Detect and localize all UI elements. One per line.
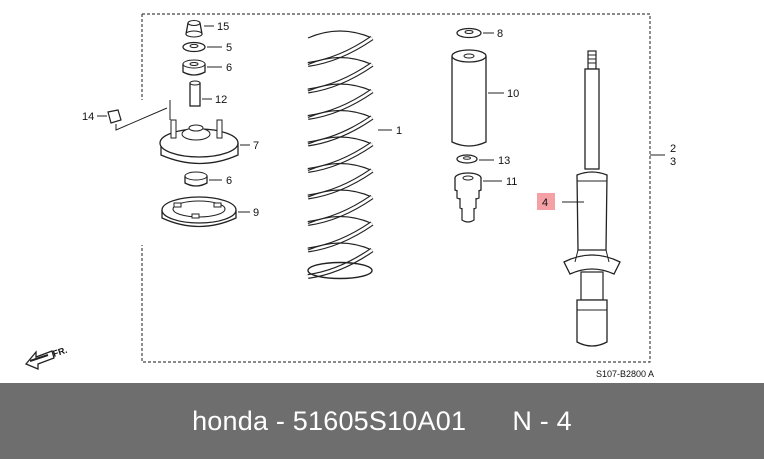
separator-space — [268, 406, 276, 437]
separator-space-2 — [285, 406, 293, 437]
callout-4: 4 — [542, 197, 548, 209]
callout-12: 12 — [215, 94, 227, 106]
callout-1: 1 — [396, 125, 402, 137]
shock-absorber-part-4 — [563, 50, 621, 347]
nut-part-14 — [107, 109, 122, 124]
collar-part-12 — [189, 80, 201, 107]
diagram-code: S107-B2800 A — [596, 369, 654, 379]
position-label: N - 4 — [512, 405, 572, 436]
callout-11: 11 — [506, 176, 517, 188]
highlight-callout-4 — [537, 193, 555, 210]
callout-15: 15 — [217, 21, 229, 33]
callout-10: 10 — [507, 88, 519, 100]
bushing-part-6-upper — [182, 59, 206, 76]
bushing-part-6-lower — [184, 171, 208, 187]
coil-spring-part-1 — [307, 30, 374, 280]
callout-5: 5 — [226, 42, 232, 54]
brand-separator: - — [275, 405, 286, 436]
diagram-frame — [141, 13, 651, 363]
mount-base-part-7 — [159, 119, 239, 165]
callout-9: 9 — [253, 207, 259, 219]
callout-6-upper: 6 — [226, 62, 232, 74]
spring-seat-part-9 — [161, 196, 237, 228]
part-info-footer: honda - 51605S10A01 N - 4 — [0, 383, 764, 459]
callout-3: 3 — [670, 156, 676, 168]
front-direction-arrow — [24, 350, 55, 370]
callout-2: 2 — [670, 143, 676, 155]
callout-7: 7 — [253, 140, 259, 152]
callout-6-lower: 6 — [226, 175, 232, 187]
dust-boot-part-10 — [451, 49, 487, 147]
front-label: FR. — [52, 345, 69, 359]
washer-part-13 — [456, 154, 478, 164]
brand-name: honda — [192, 405, 269, 436]
callout-8: 8 — [497, 28, 503, 40]
washer-part-5 — [182, 41, 206, 53]
footer-gap — [466, 406, 512, 437]
washer-part-8 — [456, 27, 482, 39]
callout-14: 14 — [82, 111, 94, 123]
nut-part-15 — [185, 19, 203, 38]
parts-diagram: 15 5 6 12 14 7 6 9 1 8 10 13 11 4 2 3 FR… — [24, 13, 676, 379]
bump-stop-part-11 — [454, 172, 482, 223]
part-number: 51605S10A01 — [292, 405, 467, 436]
callout-13: 13 — [498, 155, 510, 167]
